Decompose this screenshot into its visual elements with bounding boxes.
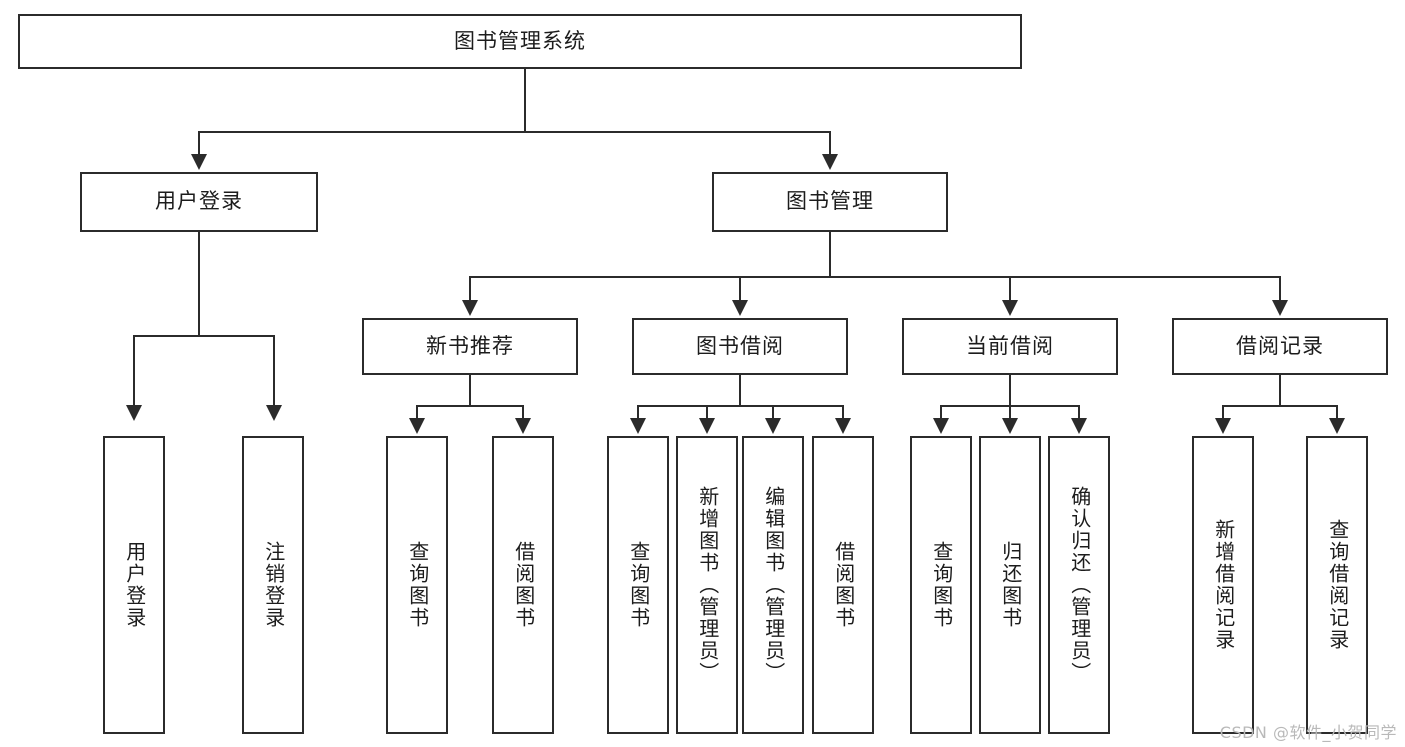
connector-book-mgmt-drop-1: [469, 276, 471, 302]
connector-root-stem: [524, 69, 526, 132]
connector-current-borrow-drop-3: [1078, 405, 1080, 419]
arrow-to-leaf-query-book-2: [630, 418, 646, 434]
arrow-to-leaf-query-book-3: [933, 418, 949, 434]
connector-root-bar: [198, 131, 830, 133]
node-label: 图书管理系统: [454, 28, 586, 53]
node-root-system[interactable]: 图书管理系统: [18, 14, 1022, 69]
connector-book-borrow-stem: [739, 375, 741, 406]
leaf-query-book-current[interactable]: 查询图书: [910, 436, 972, 734]
leaf-add-borrow-record[interactable]: 新增借阅记录: [1192, 436, 1254, 734]
arrow-to-user-login: [191, 154, 207, 170]
node-label: 查询借阅记录: [1325, 519, 1350, 651]
connector-user-login-drop-2: [273, 335, 275, 407]
connector-book-mgmt-drop-4: [1279, 276, 1281, 302]
connector-borrow-record-drop-1: [1222, 405, 1224, 419]
arrow-to-leaf-add-record: [1215, 418, 1231, 434]
node-label: 归还图书: [998, 541, 1023, 629]
node-book-borrow[interactable]: 图书借阅: [632, 318, 848, 375]
connector-book-mgmt-stem: [829, 232, 831, 277]
node-book-management[interactable]: 图书管理: [712, 172, 948, 232]
connector-new-book-drop-2: [522, 405, 524, 419]
connector-book-borrow-drop-1: [637, 405, 639, 419]
connector-book-borrow-drop-3: [772, 405, 774, 419]
node-borrow-record[interactable]: 借阅记录: [1172, 318, 1388, 375]
connector-root-to-book-mgmt: [829, 131, 831, 156]
arrow-to-leaf-borrow-book-1: [515, 418, 531, 434]
node-label: 图书借阅: [696, 333, 784, 358]
arrow-to-leaf-edit-book: [765, 418, 781, 434]
arrow-to-book-borrow: [732, 300, 748, 316]
leaf-query-book-borrow[interactable]: 查询图书: [607, 436, 669, 734]
node-new-book-recommend[interactable]: 新书推荐: [362, 318, 578, 375]
node-label: 借阅图书: [511, 541, 536, 629]
leaf-borrow-book-borrow[interactable]: 借阅图书: [812, 436, 874, 734]
connector-book-borrow-drop-2: [706, 405, 708, 419]
node-label: 确认归还（管理员）: [1067, 486, 1092, 684]
leaf-return-book[interactable]: 归还图书: [979, 436, 1041, 734]
arrow-to-borrow-record: [1272, 300, 1288, 316]
node-label: 新增借阅记录: [1211, 519, 1236, 651]
connector-book-mgmt-drop-3: [1009, 276, 1011, 302]
arrow-to-leaf-query-book-1: [409, 418, 425, 434]
leaf-add-book-admin[interactable]: 新增图书（管理员）: [676, 436, 738, 734]
node-label: 查询图书: [626, 541, 651, 629]
connector-borrow-record-bar: [1222, 405, 1338, 407]
node-label: 借阅图书: [831, 541, 856, 629]
node-label: 用户登录: [122, 541, 147, 629]
node-label: 用户登录: [155, 189, 243, 214]
arrow-to-new-book-recommend: [462, 300, 478, 316]
node-label: 查询图书: [929, 541, 954, 629]
leaf-query-book-recommend[interactable]: 查询图书: [386, 436, 448, 734]
connector-new-book-drop-1: [416, 405, 418, 419]
arrow-to-leaf-return-book: [1002, 418, 1018, 434]
leaf-borrow-book-recommend[interactable]: 借阅图书: [492, 436, 554, 734]
connector-current-borrow-stem: [1009, 375, 1011, 406]
node-current-borrow[interactable]: 当前借阅: [902, 318, 1118, 375]
arrow-to-leaf-user-login: [126, 405, 142, 421]
arrow-to-leaf-logout: [266, 405, 282, 421]
arrow-to-leaf-confirm-return: [1071, 418, 1087, 434]
connector-book-borrow-drop-4: [842, 405, 844, 419]
arrow-to-current-borrow: [1002, 300, 1018, 316]
node-label: 编辑图书（管理员）: [761, 486, 786, 684]
connector-user-login-drop-1: [133, 335, 135, 407]
connector-borrow-record-drop-2: [1336, 405, 1338, 419]
node-label: 新增图书（管理员）: [695, 486, 720, 684]
leaf-query-borrow-record[interactable]: 查询借阅记录: [1306, 436, 1368, 734]
node-label: 注销登录: [261, 541, 286, 629]
connector-book-borrow-bar: [637, 405, 844, 407]
connector-current-borrow-drop-2: [1009, 405, 1011, 419]
node-label: 借阅记录: [1236, 333, 1324, 358]
connector-borrow-record-stem: [1279, 375, 1281, 406]
connector-current-borrow-drop-1: [940, 405, 942, 419]
connector-new-book-stem: [469, 375, 471, 406]
node-label: 当前借阅: [966, 333, 1054, 358]
node-label: 查询图书: [405, 541, 430, 629]
arrow-to-book-mgmt: [822, 154, 838, 170]
leaf-user-login[interactable]: 用户登录: [103, 436, 165, 734]
connector-root-to-user-login: [198, 131, 200, 156]
arrow-to-leaf-add-book: [699, 418, 715, 434]
node-label: 图书管理: [786, 189, 874, 214]
arrow-to-leaf-query-record: [1329, 418, 1345, 434]
leaf-edit-book-admin[interactable]: 编辑图书（管理员）: [742, 436, 804, 734]
leaf-logout[interactable]: 注销登录: [242, 436, 304, 734]
connector-new-book-bar: [416, 405, 524, 407]
connector-user-login-bar: [133, 335, 275, 337]
node-user-login[interactable]: 用户登录: [80, 172, 318, 232]
leaf-confirm-return-admin[interactable]: 确认归还（管理员）: [1048, 436, 1110, 734]
arrow-to-leaf-borrow-book-2: [835, 418, 851, 434]
connector-user-login-stem: [198, 232, 200, 336]
node-label: 新书推荐: [426, 333, 514, 358]
connector-book-mgmt-drop-2: [739, 276, 741, 302]
connector-book-mgmt-bar: [469, 276, 1281, 278]
